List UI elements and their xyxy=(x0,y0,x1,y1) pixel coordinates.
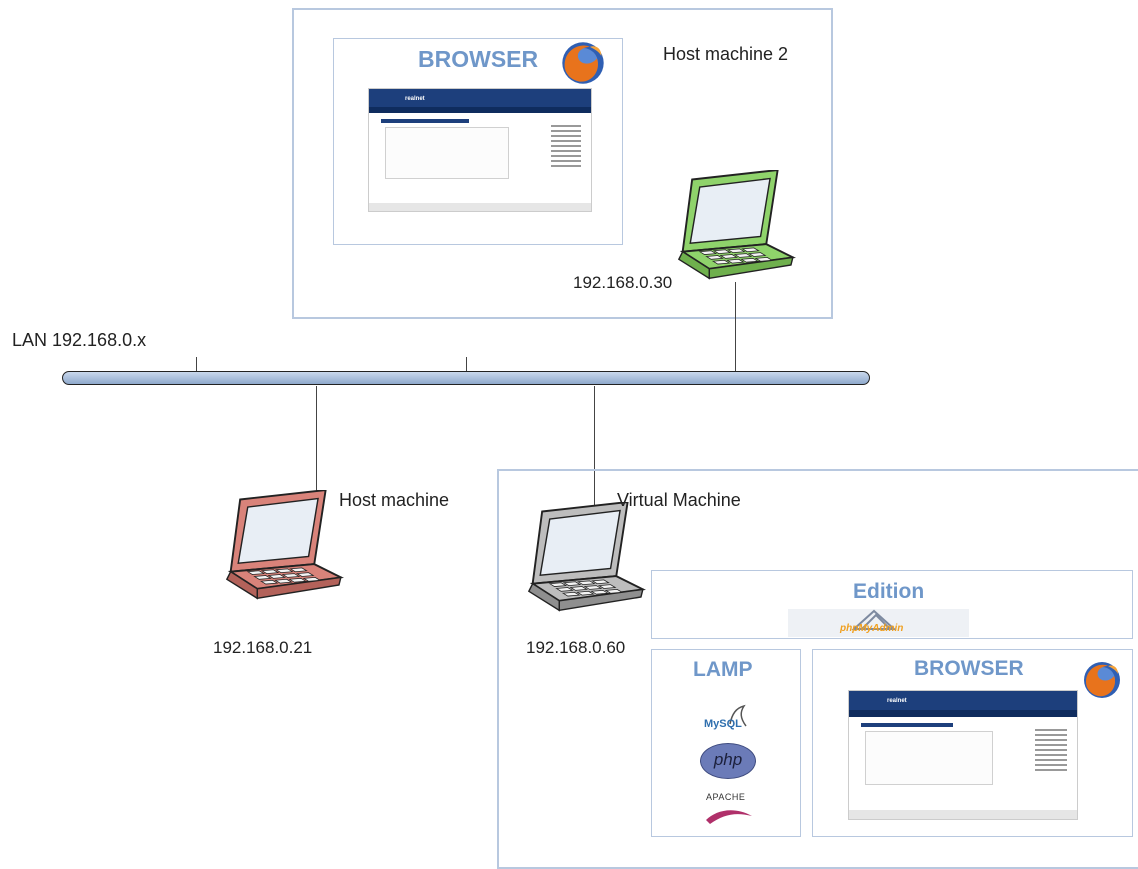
laptop-icon xyxy=(218,490,344,604)
host1-link xyxy=(316,386,317,506)
laptop-icon xyxy=(520,502,646,616)
host2-ip: 192.168.0.30 xyxy=(573,273,673,292)
laptop-icon xyxy=(670,170,796,284)
host-machine-2-label: Host machine 2 xyxy=(663,44,789,64)
vm-link xyxy=(594,386,595,506)
mysql-icon: MySQL xyxy=(704,704,748,734)
host1-ip: 192.168.0.21 xyxy=(213,638,313,657)
web-app-screenshot: realnet xyxy=(848,690,1078,820)
firefox-icon xyxy=(560,40,606,86)
tap-stub-2 xyxy=(466,357,467,371)
web-app-screenshot: realnet xyxy=(368,88,592,212)
edition-title: Edition xyxy=(853,580,925,603)
phpmyadmin-icon: phpMyAdmin xyxy=(788,609,969,637)
vm-ip: 192.168.0.60 xyxy=(526,638,626,657)
firefox-icon xyxy=(1082,660,1122,700)
edition-box xyxy=(651,570,1133,639)
tap-stub-1 xyxy=(196,357,197,371)
vm-browser-title: BROWSER xyxy=(914,657,1024,680)
host-machine-label: Host machine xyxy=(339,490,450,510)
vm-browser-box xyxy=(812,649,1133,837)
lamp-box xyxy=(651,649,801,837)
phpmyadmin-logo-text: phpMyAdmin xyxy=(840,623,904,634)
lan-label: LAN 192.168.0.x xyxy=(12,330,147,350)
host2-browser-title: BROWSER xyxy=(418,46,539,72)
php-logo-text: php xyxy=(713,750,743,769)
host2-browser-box xyxy=(333,38,623,245)
virtual-machine-label: Virtual Machine xyxy=(617,490,741,510)
host2-link xyxy=(735,282,736,372)
php-icon: php xyxy=(700,743,756,779)
apache-icon: APACHE xyxy=(700,790,760,830)
host-machine-2-box xyxy=(292,8,833,319)
mysql-logo-text: MySQL xyxy=(704,718,742,730)
apache-logo-text: APACHE xyxy=(706,792,746,802)
lan-bus xyxy=(62,371,870,385)
lamp-title: LAMP xyxy=(693,658,753,681)
app-brand: realnet xyxy=(405,96,425,102)
app-brand: realnet xyxy=(887,698,907,704)
